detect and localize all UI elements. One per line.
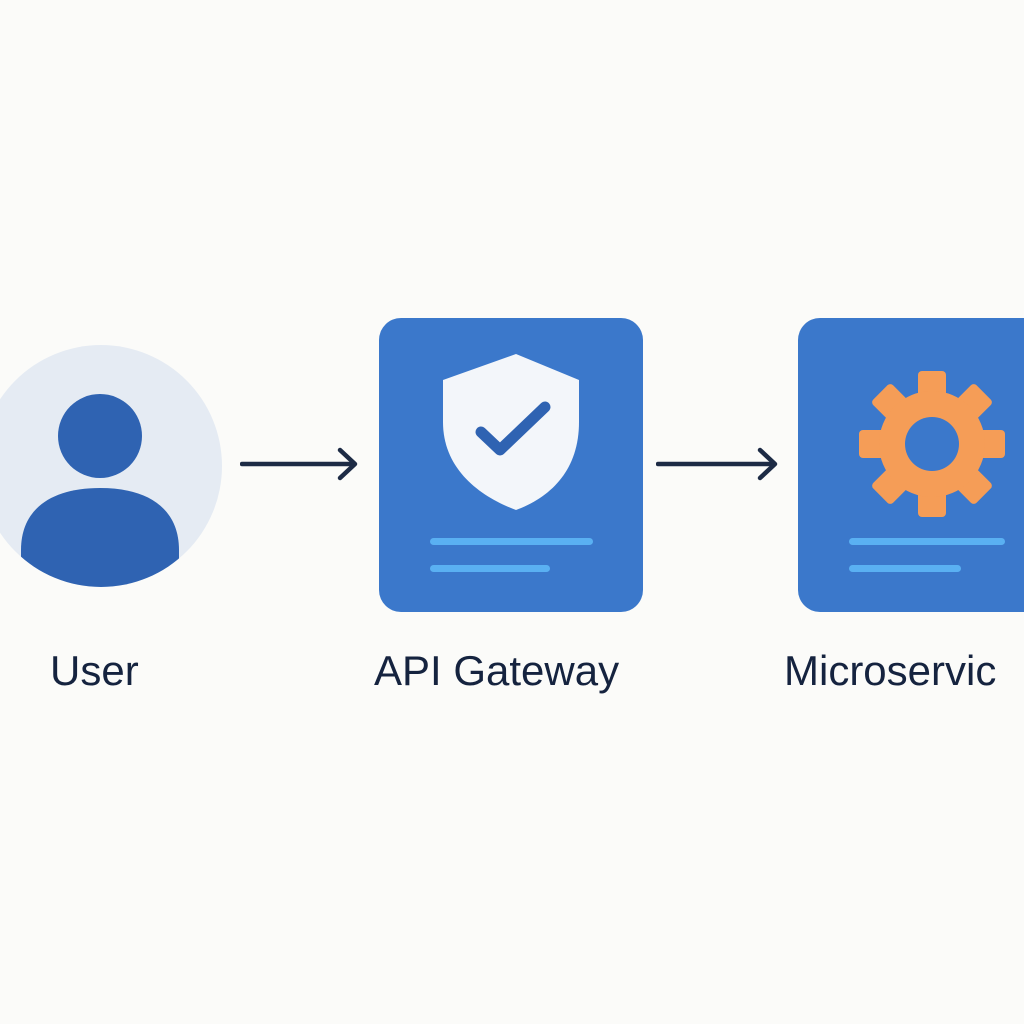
card-line: [430, 538, 593, 545]
arrow-user-to-gateway: [240, 447, 358, 481]
microservice-node: [798, 318, 1024, 612]
card-line: [849, 538, 1005, 545]
card-line: [430, 565, 550, 572]
card-line: [849, 565, 961, 572]
arrow-gateway-to-microservice: [656, 447, 778, 481]
api-gateway-node: [379, 318, 643, 612]
api-gateway-label: API Gateway: [374, 647, 620, 694]
gear-icon: [859, 371, 1005, 517]
user-label: User: [50, 647, 139, 694]
microservice-label: Microservic: [784, 647, 997, 694]
user-avatar-icon: [21, 394, 179, 587]
shield-check-icon: [443, 354, 579, 510]
user-node: [0, 345, 222, 587]
